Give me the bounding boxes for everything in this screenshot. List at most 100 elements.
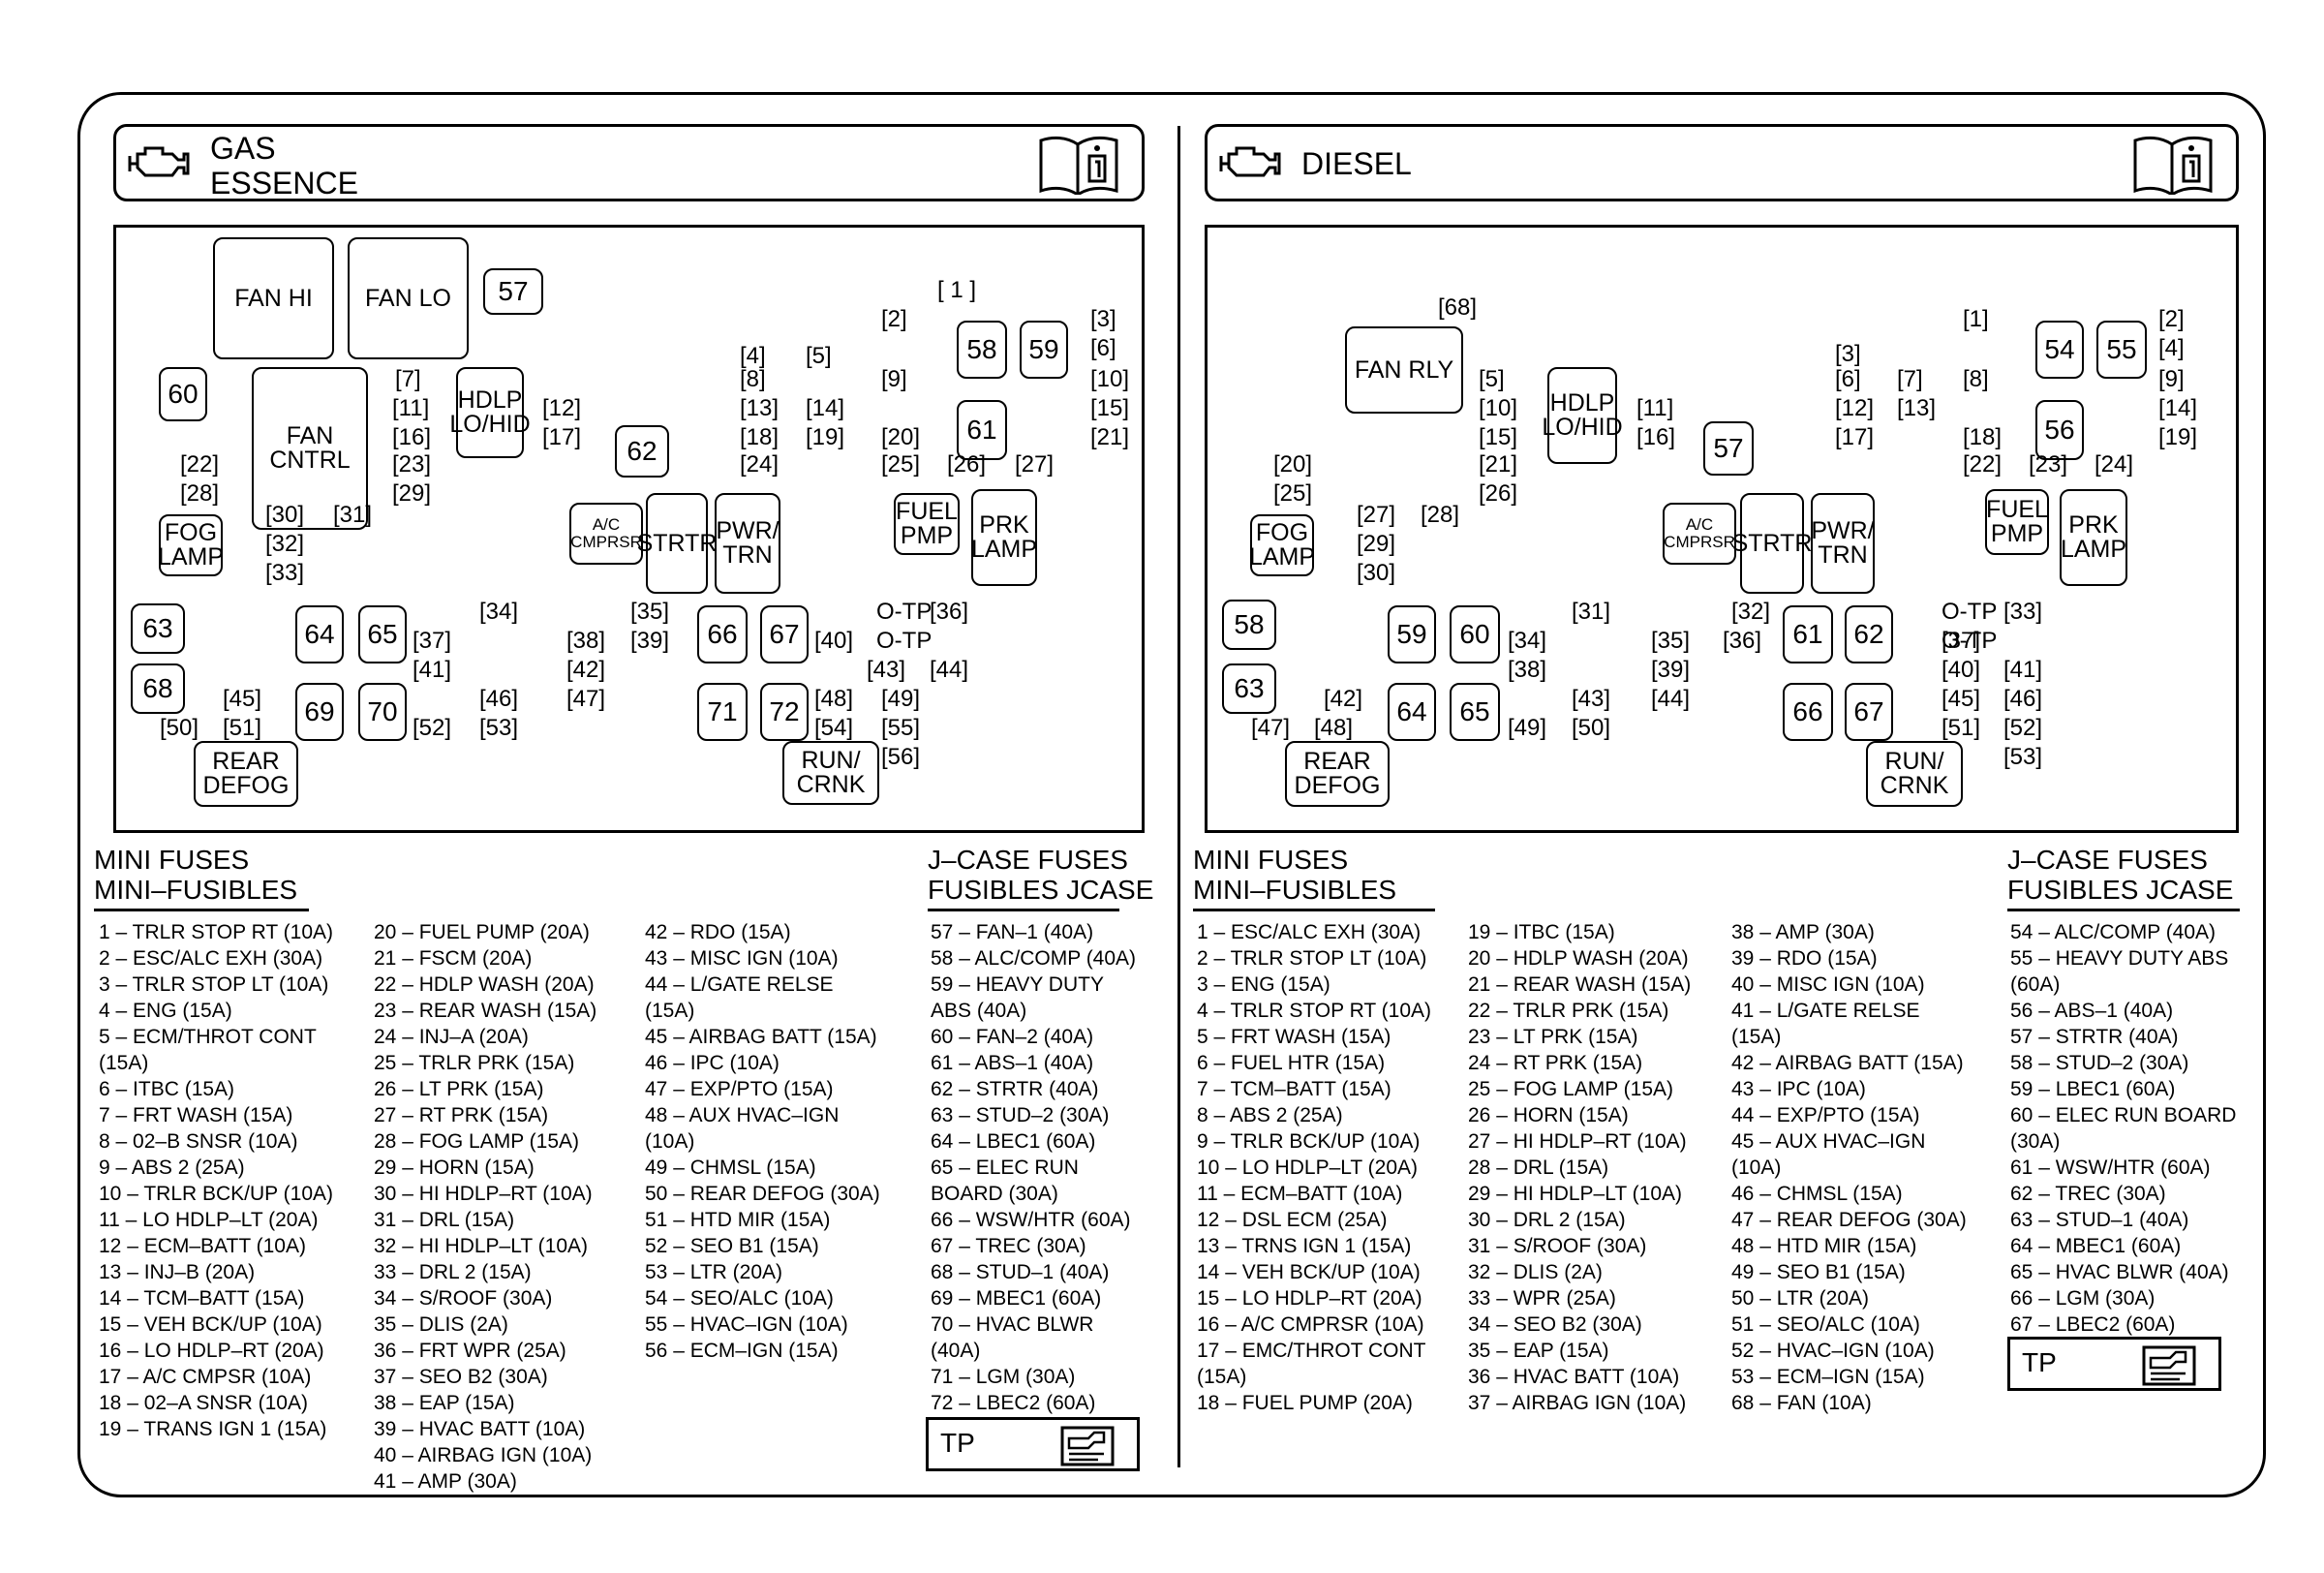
- fuse-list-item: 15 – VEH BCK/UP (10A): [99, 1313, 322, 1336]
- fuse-list-item: 1 – ESC/ALC EXH (30A): [1197, 921, 1422, 943]
- gas-fuse-slot-label: [35]: [630, 599, 670, 625]
- diesel-fuse-slot-label: [45]: [1942, 686, 1981, 712]
- diesel-mini-underline: [1193, 909, 1435, 911]
- fuse-list-item: 47 – REAR DEFOG (30A): [1731, 1209, 1967, 1231]
- fuse-list-item: 72 – LBEC2 (60A): [931, 1392, 1096, 1414]
- fuse-list-item: 7 – TCM–BATT (15A): [1197, 1078, 1391, 1100]
- diesel-fuse-57: 57: [1703, 421, 1754, 476]
- fuse-list-item: 34 – SEO B2 (30A): [1468, 1313, 1642, 1336]
- fuse-list-item: 41 – L/GATE RELSE: [1731, 1000, 1920, 1022]
- fuse-list-item: 59 – HEAVY DUTY: [931, 973, 1104, 996]
- fuse-list-item: (15A): [645, 1000, 695, 1022]
- gas-fan-hi-relay: FAN HI: [213, 237, 334, 359]
- fuse-list-item: 61 – WSW/HTR (60A): [2010, 1157, 2211, 1179]
- fuse-list-item: (10A): [1731, 1157, 1782, 1179]
- diesel-fuse-slot-label: [26]: [1479, 480, 1518, 507]
- fuse-list-item: 71 – LGM (30A): [931, 1366, 1076, 1388]
- fuse-list-item: 48 – AUX HVAC–IGN: [645, 1104, 840, 1126]
- fuse-list-item: 57 – STRTR (40A): [2010, 1026, 2179, 1048]
- diesel-fuse-slot-label: [36]: [1723, 628, 1762, 654]
- fuse-list-item: 3 – TRLR STOP LT (10A): [99, 973, 329, 996]
- gas-fuse-slot-label: [16]: [392, 424, 432, 450]
- gas-fuse-68: 68: [131, 663, 185, 714]
- fuse-list-item: 61 – ABS–1 (40A): [931, 1052, 1094, 1074]
- outer-frame: [77, 92, 2266, 1497]
- fuse-list-item: 69 – MBEC1 (60A): [931, 1287, 1102, 1310]
- diesel-fuse-slot-label: [9]: [2158, 366, 2185, 392]
- gas-fuse-69: 69: [295, 683, 344, 741]
- gas-fuse-65: 65: [358, 605, 407, 663]
- gas-fuse-61: 61: [957, 400, 1007, 460]
- gas-fuse-slot-label: [47]: [566, 686, 606, 712]
- fuse-list-item: 44 – EXP/PTO (15A): [1731, 1104, 1920, 1126]
- diesel-fuse-slot-label: [39]: [1651, 657, 1691, 683]
- diesel-fuse-slot-label: [50]: [1572, 715, 1611, 741]
- fuse-list-item: 12 – DSL ECM (25A): [1197, 1209, 1388, 1231]
- fuse-list-item: 42 – RDO (15A): [645, 921, 791, 943]
- fuse-list-item: 10 – TRLR BCK/UP (10A): [99, 1183, 333, 1205]
- gas-fuse-slot-label: [6]: [1090, 335, 1116, 361]
- fuse-list-item: 17 – A/C CMPSR (10A): [99, 1366, 312, 1388]
- fuse-list-item: 67 – TREC (30A): [931, 1235, 1086, 1257]
- fuse-list-item: 30 – DRL 2 (15A): [1468, 1209, 1626, 1231]
- diesel-fuse-list-col3: 38 – AMP (30A)39 – RDO (15A)40 – MISC IG…: [1731, 919, 1967, 1416]
- diesel-jcase-underline: [2007, 909, 2240, 911]
- fuse-list-item: 64 – MBEC1 (60A): [2010, 1235, 2182, 1257]
- fuse-list-item: 26 – LT PRK (15A): [374, 1078, 544, 1100]
- diesel-fuse-slot-label: [18]: [1963, 424, 2003, 450]
- fuse-list-item: 33 – WPR (25A): [1468, 1287, 1616, 1310]
- diesel-fuse-63: 63: [1222, 663, 1276, 714]
- fuse-list-item: 5 – FRT WASH (15A): [1197, 1026, 1391, 1048]
- fuse-list-item: 17 – EMC/THROT CONT: [1197, 1340, 1426, 1362]
- gas-fuse-slot-label: [12]: [542, 395, 582, 421]
- diesel-fuse-slot-label: [21]: [1479, 451, 1518, 478]
- diesel-fuse-slot-label: [27]: [1357, 502, 1396, 528]
- gas-fuse-slot-label: [13]: [740, 395, 780, 421]
- fuse-list-item: 50 – LTR (20A): [1731, 1287, 1870, 1310]
- fuse-list-item: 51 – SEO/ALC (10A): [1731, 1313, 1920, 1336]
- fuse-list-item: 4 – ENG (15A): [99, 1000, 232, 1022]
- diesel-pwr-trn-relay: PWR/TRN: [1811, 493, 1875, 594]
- fuse-list-item: 65 – HVAC BLWR (40A): [2010, 1261, 2229, 1283]
- fuse-list-item: 57 – FAN–1 (40A): [931, 921, 1094, 943]
- fuse-list-item: 58 – ALC/COMP (40A): [931, 947, 1137, 970]
- fuse-list-item: 47 – EXP/PTO (15A): [645, 1078, 834, 1100]
- gas-fuse-slot-label: [27]: [1015, 451, 1055, 478]
- gas-fuse-67: 67: [760, 605, 809, 663]
- puller-tool-icon: [1060, 1426, 1115, 1466]
- diesel-fuse-list-col2: 19 – ITBC (15A)20 – HDLP WASH (20A)21 – …: [1468, 919, 1691, 1416]
- fuse-list-item: 54 – ALC/COMP (40A): [2010, 921, 2217, 943]
- gas-fuse-slot-label: [5]: [806, 343, 832, 369]
- diesel-fuse-58: 58: [1222, 600, 1276, 650]
- fuse-list-item: 18 – FUEL PUMP (20A): [1197, 1392, 1413, 1414]
- fuse-list-item: 29 – HORN (15A): [374, 1157, 535, 1179]
- gas-fuse-slot-label: [48]: [814, 686, 854, 712]
- diesel-fuse-slot-label: [5]: [1479, 366, 1505, 392]
- fuse-list-item: 20 – HDLP WASH (20A): [1468, 947, 1689, 970]
- gas-fuse-list-col3: 42 – RDO (15A)43 – MISC IGN (10A)44 – L/…: [645, 919, 880, 1364]
- diesel-fuse-59: 59: [1388, 605, 1436, 663]
- fuse-list-item: (60A): [2010, 973, 2061, 996]
- fuse-list-item: 6 – ITBC (15A): [99, 1078, 235, 1100]
- fuse-list-item: 15 – LO HDLP–RT (20A): [1197, 1287, 1422, 1310]
- gas-fuse-slot-label: [25]: [881, 451, 921, 478]
- gas-fuse-slot-label: [44]: [930, 657, 969, 683]
- gas-fuse-slot-label: [ 1 ]: [937, 277, 977, 303]
- fuse-list-item: 9 – TRLR BCK/UP (10A): [1197, 1130, 1421, 1153]
- fuse-list-item: 44 – L/GATE RELSE: [645, 973, 834, 996]
- gas-fuse-slot-label: [10]: [1090, 366, 1130, 392]
- diesel-fuse-slot-label: [52]: [2003, 715, 2043, 741]
- diesel-fuse-slot-label: [49]: [1508, 715, 1547, 741]
- fuse-list-item: (30A): [2010, 1130, 2061, 1153]
- diesel-fuse-slot-label: [22]: [1963, 451, 2003, 478]
- fuse-list-item: 20 – FUEL PUMP (20A): [374, 921, 590, 943]
- diesel-fuse-slot-label: [29]: [1357, 531, 1396, 557]
- gas-fuse-59: 59: [1020, 321, 1068, 379]
- gas-fuse-slot-label: [52]: [413, 715, 452, 741]
- gas-fuse-slot-label: [9]: [881, 366, 907, 392]
- diesel-fuse-64: 64: [1388, 683, 1436, 741]
- fuse-list-item: 62 – STRTR (40A): [931, 1078, 1099, 1100]
- fuse-list-item: 70 – HVAC BLWR: [931, 1313, 1094, 1336]
